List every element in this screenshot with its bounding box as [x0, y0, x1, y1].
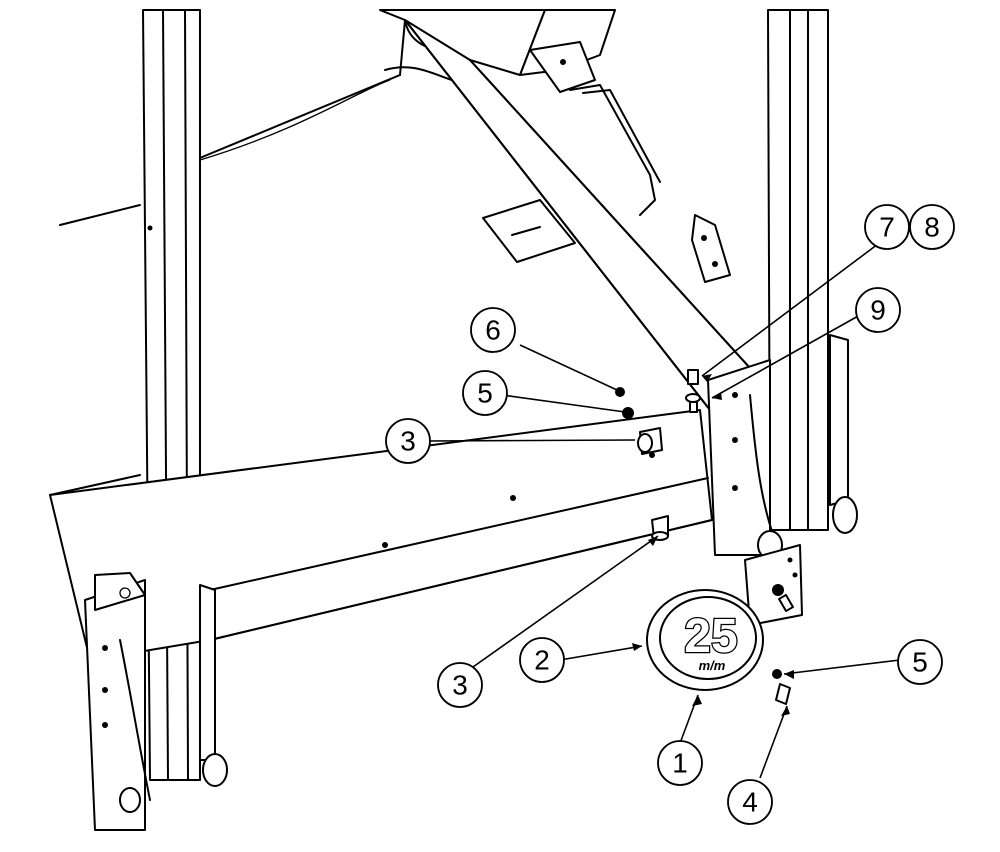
side-plate [744, 544, 803, 626]
badge-brand: m/m [699, 658, 726, 673]
svg-text:9: 9 [870, 295, 886, 326]
callout-3-lower: 3 [437, 662, 483, 708]
callout-5-right: 5 [897, 639, 943, 685]
right-foot-bracket [707, 334, 858, 560]
leader-lines [427, 243, 901, 779]
top-housing [379, 9, 616, 93]
svg-text:7: 7 [879, 212, 895, 243]
badge-number: 25 [684, 610, 737, 663]
svg-text:1: 1 [672, 748, 688, 779]
upper-fasteners [615, 369, 701, 455]
callout-1: 1 [657, 740, 703, 786]
svg-text:4: 4 [742, 787, 758, 818]
lower-fasteners [772, 669, 791, 705]
callout-2: 2 [519, 637, 565, 683]
lower-pin [651, 515, 669, 541]
callout-9: 9 [855, 287, 901, 333]
callout-4: 4 [727, 779, 773, 825]
left-foot-bracket [84, 572, 228, 831]
callout-3-upper: 3 [385, 418, 431, 464]
right-upright [767, 9, 829, 531]
svg-text:5: 5 [912, 647, 928, 678]
callout-5-upper: 5 [462, 370, 508, 416]
callout-7: 7 [864, 204, 910, 250]
svg-text:2: 2 [534, 645, 550, 676]
badge-25: 25 m/m [646, 589, 764, 691]
left-upright [142, 9, 201, 781]
center-plate [482, 199, 576, 263]
handle-bracket [569, 84, 731, 283]
svg-text:8: 8 [924, 212, 940, 243]
svg-text:3: 3 [452, 670, 468, 701]
svg-text:5: 5 [477, 378, 493, 409]
callout-8: 8 [909, 204, 955, 250]
callout-6: 6 [470, 307, 516, 353]
svg-text:6: 6 [485, 315, 501, 346]
svg-text:3: 3 [400, 426, 416, 457]
arrowheads [632, 374, 794, 716]
